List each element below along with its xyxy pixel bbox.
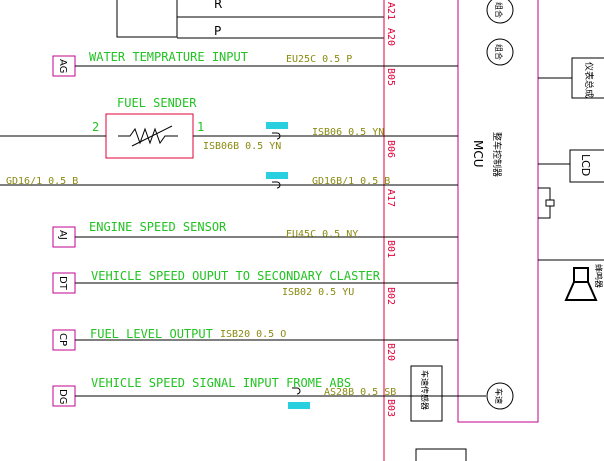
pin-b05: B05 xyxy=(385,68,396,86)
pin-a17: A17 xyxy=(385,189,396,207)
label-r: R xyxy=(214,0,222,11)
bottom-box xyxy=(415,448,467,461)
speed-sensor-box xyxy=(410,365,443,422)
wire-label-isb02: ISB02 0.5 YU xyxy=(282,287,354,298)
wire-label-eu25c: EU25C 0.5 P xyxy=(286,54,352,65)
tag-aj: AJ xyxy=(57,230,68,240)
pin-b20: B20 xyxy=(385,343,396,361)
resistor-symbol xyxy=(118,127,178,145)
tag-cp: CP xyxy=(57,333,68,346)
fuel-pin-1: 1 xyxy=(197,120,204,134)
circle-connector-2: 组合 xyxy=(486,38,514,66)
label-water-temp: WATER TEMPRATURE INPUT xyxy=(89,50,248,64)
tag-dg: DG xyxy=(57,389,68,404)
label-fuel-sender: FUEL SENDER xyxy=(117,96,197,110)
abs-splice-icon xyxy=(288,387,310,409)
circle-connector-1: 组合 xyxy=(486,0,514,24)
wire-label-isb06b: ISB06B 0.5 YN xyxy=(203,141,281,152)
label-fuel-level-output: FUEL LEVEL OUTPUT xyxy=(90,327,213,341)
cluster-label: 仪表总成 xyxy=(583,62,595,98)
pin-b06: B06 xyxy=(385,140,396,158)
speaker-label: 蜂鸣器 xyxy=(594,264,604,288)
ground-splice-icon xyxy=(266,172,288,189)
mcu-label: MCU xyxy=(471,140,485,168)
circle-connector-3: 车速 xyxy=(486,382,514,410)
speed-sensor-label: 车速传感器 xyxy=(420,370,430,410)
wire-label-gd16b: GD16B/1 0.5 B xyxy=(312,176,390,187)
wire-label-gd16: GD16/1 0.5 B xyxy=(6,176,78,187)
top-component-box xyxy=(116,0,178,38)
svg-text:组合: 组合 xyxy=(494,44,504,60)
label-vehicle-speed-output: VEHICLE SPEED OUPUT TO SECONDARY CLASTER xyxy=(91,269,381,283)
resistor-arrow xyxy=(131,125,173,147)
pin-b03: B03 xyxy=(385,399,396,417)
svg-text:组合: 组合 xyxy=(494,2,504,18)
splice-icon xyxy=(266,122,288,140)
svg-text:车速: 车速 xyxy=(494,388,504,404)
label-p: P xyxy=(214,24,221,38)
mcu-box xyxy=(457,0,539,423)
tag-dt: DT xyxy=(57,276,68,291)
label-vehicle-speed-abs: VEHICLE SPEED SIGNAL INPUT FROME ABS xyxy=(91,376,351,390)
pin-b02: B02 xyxy=(385,287,396,305)
wire-label-as28b: AS28B 0.5 SB xyxy=(324,387,396,398)
fuse-symbol xyxy=(545,199,555,207)
speaker-icon xyxy=(564,267,598,301)
lcd-label: LCD xyxy=(579,154,592,176)
fuel-pin-2: 2 xyxy=(92,120,99,134)
wire-label-eu45c: EU45C 0.5 NY xyxy=(286,229,358,240)
wire-label-isb20: ISB20 0.5 O xyxy=(220,329,286,340)
wire-label-isb06: ISB06 0.5 YN xyxy=(312,127,384,138)
lcd-box xyxy=(569,149,604,183)
pin-b01: B01 xyxy=(385,240,396,258)
label-engine-speed: ENGINE SPEED SENSOR xyxy=(89,220,227,234)
cluster-box xyxy=(571,57,604,99)
mcu-cn-label: 整车控制器 xyxy=(491,132,503,177)
pin-a21: A21 xyxy=(385,2,396,20)
tag-ag: AG xyxy=(57,59,68,73)
pin-a20: A20 xyxy=(385,28,396,46)
